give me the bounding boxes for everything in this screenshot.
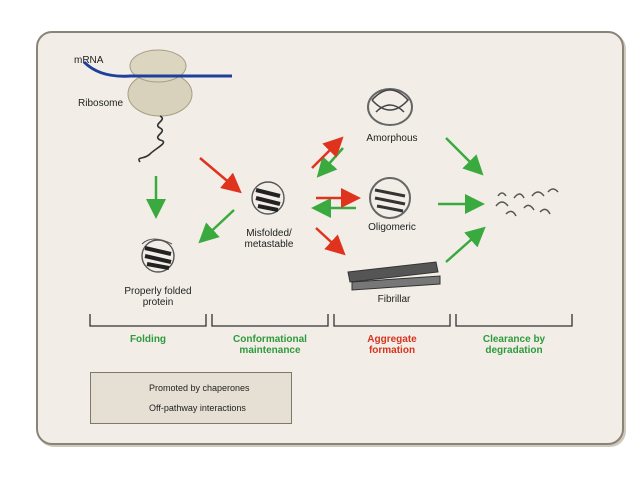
legend-label-chaperones: Promoted by chaperones <box>149 383 250 393</box>
arrow-amorphous-to-degraded <box>445 137 484 176</box>
ribosome-icon <box>127 49 193 117</box>
mrna-label: mRNA <box>74 55 104 66</box>
fibrillar-label: Fibrillar <box>377 294 411 305</box>
properly-folded-label: Properly folded protein <box>124 286 192 308</box>
folded-protein-icon <box>141 238 175 273</box>
misfolded-label: Misfolded/ metastable <box>244 228 294 250</box>
oligomeric-label: Oligomeric <box>368 222 416 233</box>
arrow-chain-to-misfolded <box>199 157 242 194</box>
arrow-misfolded-to-folded <box>198 209 235 244</box>
amorphous-label: Amorphous <box>366 133 418 144</box>
oligomeric-aggregate-icon <box>369 177 411 219</box>
ribosome-label: Ribosome <box>78 98 124 109</box>
bracket-clearance <box>455 314 573 327</box>
legend-label-offpathway: Off-pathway interactions <box>149 403 246 413</box>
stage-aggregate-label: Aggregate formation <box>367 334 417 356</box>
bracket-folding <box>89 314 207 327</box>
bracket-aggregate <box>333 314 451 327</box>
legend-box: Promoted by chaperones Off-pathway inter… <box>90 372 292 424</box>
misfolded-protein-icon <box>251 181 285 215</box>
arrow-misfolded-to-amorphous <box>311 136 344 169</box>
stage-conformational-label: Conformational maintenance <box>233 334 307 356</box>
arrow-fibrillar-to-degraded <box>445 226 486 263</box>
degraded-fragments-icon <box>495 188 559 217</box>
mrna-strand <box>82 60 232 78</box>
amorphous-aggregate-icon <box>367 88 413 126</box>
stage-folding-label: Folding <box>129 334 167 345</box>
arrow-amorphous-to-misfolded <box>316 147 344 178</box>
fibrillar-aggregate-icon <box>347 261 441 291</box>
stage-clearance-label: Clearance by degradation <box>482 334 546 356</box>
bracket-conformational <box>211 314 329 327</box>
nascent-chain-icon <box>138 115 165 163</box>
arrow-misfolded-to-fibrillar <box>315 227 346 256</box>
